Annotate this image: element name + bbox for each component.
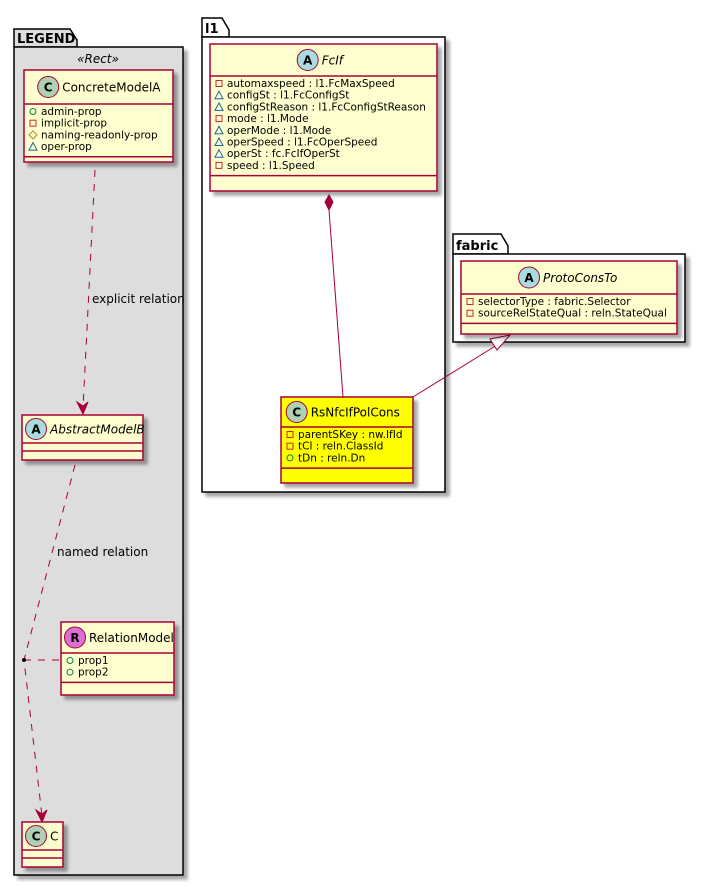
visibility-public-icon [66, 657, 74, 664]
visibility-private-icon [466, 298, 474, 305]
class-name: ProtoConsTo [543, 271, 617, 285]
package-legend: LEGEND «Rect» [13, 28, 184, 876]
class-attribute: implicit-prop [41, 118, 107, 130]
class-attribute: operMode : l1.Mode [227, 125, 331, 137]
class-attribute: operSt : fc.FcIfOperSt [227, 148, 340, 160]
package-tab [452, 233, 509, 255]
class-name: RelationModel [89, 631, 174, 645]
visibility-package-icon [28, 141, 38, 151]
edge-inheritance [412, 334, 512, 398]
class-attribute: naming-readonly-prop [41, 129, 158, 141]
svg-text:C: C [32, 830, 41, 844]
class-kind-C-icon: C [25, 825, 47, 847]
package-name: fabric [456, 239, 498, 254]
visibility-private-icon [286, 442, 294, 450]
class-kind-A-icon: A [518, 266, 541, 289]
svg-text:A: A [303, 54, 313, 68]
generalization-triangle-icon [489, 334, 512, 351]
visibility-package-icon [214, 136, 224, 146]
visibility-private-icon [215, 115, 223, 123]
class-attribute: selectorType : fabric.Selector [478, 296, 631, 308]
svg-text:A: A [524, 271, 534, 285]
visibility-public-icon [29, 108, 37, 115]
edge-composition [324, 193, 344, 398]
class-proto-cons-to[interactable]: A ProtoConsTo selectorType : fabric.Select… [460, 260, 678, 335]
svg-text:R: R [70, 631, 79, 645]
visibility-package-icon [214, 148, 224, 158]
visibility-private-icon [215, 80, 223, 87]
class-name: C [50, 830, 58, 844]
visibility-package-icon [214, 101, 224, 111]
visibility-private-icon [466, 309, 474, 317]
class-attribute: sourceRelStateQual : reln.StateQual [478, 308, 667, 320]
visibility-private-icon [286, 431, 294, 438]
class-box [460, 260, 678, 335]
class-attribute: tDn : reln.Dn [298, 452, 365, 464]
class-attribute: prop2 [78, 667, 109, 679]
class-attribute: operSpeed : l1.FcOperSpeed [227, 137, 377, 149]
class-concrete-model-a[interactable]: C ConcreteModelA admin-propimplicit-propna… [23, 69, 174, 163]
composition-diamond-icon [324, 193, 334, 212]
class-name: ConcreteModelA [62, 81, 161, 95]
svg-text:C: C [292, 406, 301, 420]
svg-text:C: C [44, 81, 53, 95]
class-attribute: automaxspeed : l1.FcMaxSpeed [227, 78, 395, 90]
class-attribute: parentSKey : nw.IfId [298, 429, 403, 441]
class-kind-A-icon: A [25, 418, 47, 440]
class-name: FcIf [322, 54, 345, 68]
visibility-private-icon [29, 119, 37, 127]
class-attribute: configSt : l1.FcConfigSt [227, 90, 349, 102]
class-name: RsNfcIfPolCons [311, 406, 400, 420]
edge-label: explicit relation [92, 292, 185, 306]
arrowhead-icon [75, 400, 89, 416]
edge-explicit-relation: explicit relation [75, 169, 185, 416]
visibility-public-icon [286, 454, 294, 462]
class-attribute: tCl : reln.ClassId [298, 441, 383, 453]
package-stereotype: «Rect» [77, 52, 119, 66]
class-attribute: prop1 [78, 655, 109, 667]
edge-label: named relation [57, 545, 148, 559]
class-abstract-model-b[interactable]: A AbstractModelB [21, 414, 145, 461]
package-name: l1 [205, 22, 219, 37]
class-attribute: mode : l1.Mode [227, 113, 309, 125]
class-box [209, 43, 438, 192]
class-attribute: oper-prop [41, 141, 92, 153]
visibility-package-icon [214, 125, 224, 135]
svg-text:A: A [31, 423, 41, 437]
class-kind-C-icon: C [285, 401, 308, 423]
visibility-public-icon [66, 668, 74, 676]
class-attribute: admin-prop [41, 106, 102, 118]
class-attribute: speed : l1.Speed [227, 160, 315, 172]
class-kind-C-icon: C [37, 76, 60, 98]
class-kind-A-icon: A [296, 49, 319, 71]
package-name: LEGEND [17, 32, 76, 47]
arrowhead-icon [34, 808, 48, 824]
package-tab [201, 17, 230, 38]
edge-named-relation: named relation [22, 464, 148, 824]
package-body [13, 46, 184, 876]
class-kind-R-icon: R [64, 626, 86, 649]
visibility-package-icon [214, 90, 224, 100]
package-tab [13, 28, 78, 48]
class-attribute: configStReason : l1.FcConfigStReason [227, 101, 426, 113]
visibility-private-icon [215, 161, 223, 169]
class-name: AbstractModelB [49, 423, 145, 437]
visibility-protected-icon [28, 130, 38, 140]
junction-dot [22, 658, 26, 662]
